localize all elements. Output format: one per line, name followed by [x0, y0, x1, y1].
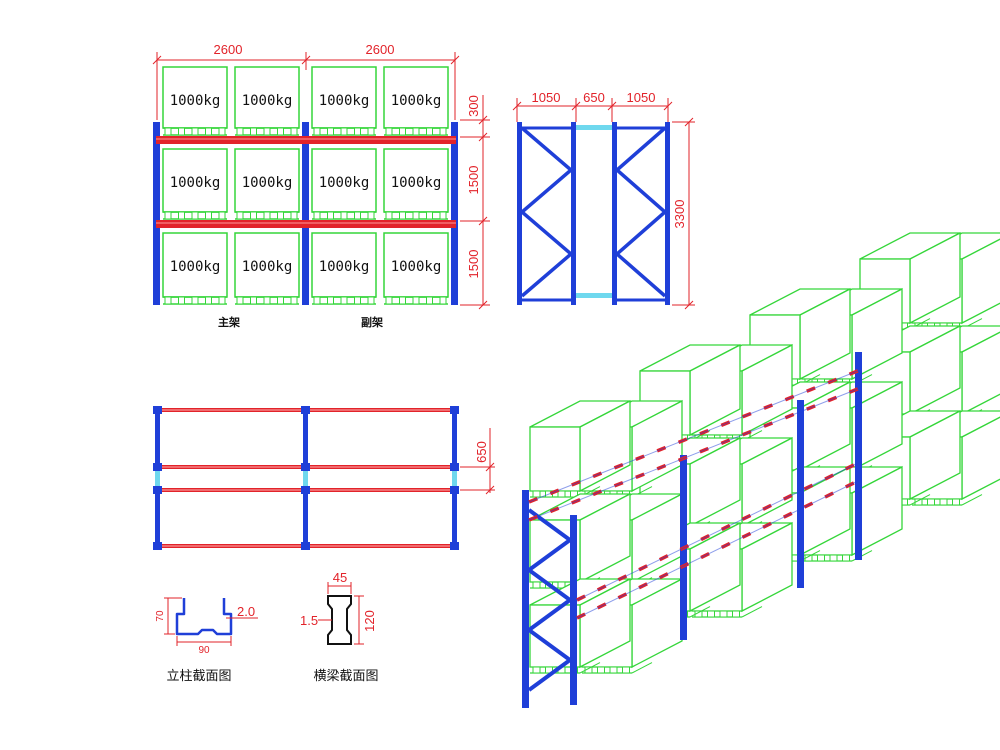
- beam-lower: [156, 220, 456, 228]
- load-unit: 1000kg: [383, 232, 449, 305]
- beam-section: 45 120 1.5 横梁截面图: [300, 570, 379, 684]
- level-height-middle: 1500: [466, 166, 481, 195]
- load-label: 1000kg: [391, 259, 442, 275]
- side-frame-left: [517, 122, 576, 305]
- front-width-dimensions: [152, 52, 460, 120]
- load-unit: 1000kg: [234, 232, 300, 305]
- upright-middle: [302, 122, 309, 305]
- load-label: 1000kg: [391, 93, 442, 109]
- load-unit: 1000kg: [234, 66, 300, 136]
- beam-upper: [156, 136, 456, 144]
- plan-gap: 650: [474, 441, 489, 463]
- load-label: 1000kg: [242, 175, 293, 191]
- load-label: 1000kg: [319, 259, 370, 275]
- load-label: 1000kg: [170, 93, 221, 109]
- side-elevation: 1050 650 1050 3300: [512, 90, 695, 310]
- beam-thickness: 1.5: [300, 613, 318, 628]
- bay-width-1: 2600: [214, 42, 243, 57]
- side-frame-right: [612, 122, 670, 305]
- front-loads: 1000kg 1000kg 1000kg 1000kg 1000kg 1000kg 1000…: [162, 66, 449, 305]
- front-beams: [156, 136, 456, 228]
- upright-section: 70 90 2.0 立柱截面图: [155, 597, 258, 684]
- front-uprights: [153, 122, 458, 305]
- side-depth-dimensions: [512, 98, 673, 122]
- beam-width: 45: [333, 570, 347, 585]
- side-height-dimension: [672, 117, 695, 310]
- upright-width: 90: [198, 645, 210, 656]
- beam-section-caption: 横梁截面图: [313, 669, 378, 684]
- bay-width-2: 2600: [366, 42, 395, 57]
- load-unit: 1000kg: [383, 66, 449, 136]
- load-label: 1000kg: [319, 93, 370, 109]
- beam-height: 120: [362, 610, 377, 632]
- load-label: 1000kg: [319, 175, 370, 191]
- level-height-bottom: 1500: [466, 250, 481, 279]
- plan-view: 650: [153, 406, 495, 550]
- load-unit: 1000kg: [234, 148, 300, 220]
- load-unit: 1000kg: [311, 148, 377, 220]
- upright-section-caption: 立柱截面图: [166, 669, 231, 684]
- load-unit: 1000kg: [311, 232, 377, 305]
- load-unit: 1000kg: [162, 66, 228, 136]
- side-depth-2: 1050: [627, 90, 656, 105]
- iso-beams: [528, 368, 861, 620]
- load-label: 1000kg: [170, 175, 221, 191]
- level-height-top: 300: [466, 95, 481, 117]
- load-label: 1000kg: [242, 259, 293, 275]
- load-label: 1000kg: [391, 175, 442, 191]
- plan-frames: [155, 410, 457, 547]
- load-label: 1000kg: [242, 93, 293, 109]
- isometric-view: [522, 231, 1000, 708]
- upright-depth: 70: [155, 610, 166, 622]
- upright-thickness: 2.0: [237, 604, 255, 619]
- side-height: 3300: [672, 200, 687, 229]
- bay-caption-main: 主架: [218, 315, 240, 329]
- iso-load-unit: [529, 399, 631, 498]
- side-depth-1: 1050: [532, 90, 561, 105]
- plan-gap-dimension: [460, 428, 495, 495]
- load-unit: 1000kg: [162, 232, 228, 305]
- load-label: 1000kg: [170, 259, 221, 275]
- upright-right: [451, 122, 458, 305]
- side-depth-gap: 650: [583, 90, 605, 105]
- load-unit: 1000kg: [311, 66, 377, 136]
- load-unit: 1000kg: [162, 148, 228, 220]
- plan-post-caps: [153, 406, 459, 550]
- row-spacers: [576, 125, 612, 298]
- front-height-dimensions: [460, 95, 490, 310]
- plan-spacers: [155, 469, 457, 488]
- bay-caption-secondary: 副架: [361, 315, 383, 329]
- upright-left: [153, 122, 160, 305]
- load-unit: 1000kg: [383, 148, 449, 220]
